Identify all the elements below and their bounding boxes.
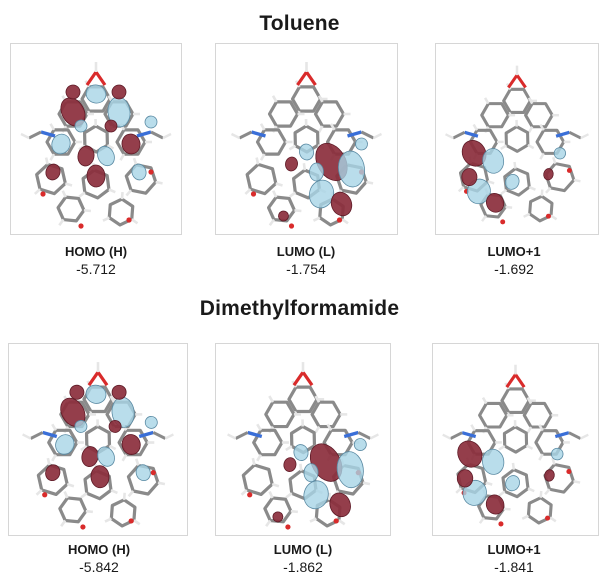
orbital-isosurface [456, 440, 564, 515]
molecule-render-toluene-lumo [230, 62, 383, 229]
orbital-panel-dmf-lumo1 [432, 343, 599, 536]
orbital-panel-dmf-homo [8, 343, 188, 536]
orbital-isosurface [278, 137, 368, 222]
orbital-isosurface [461, 140, 566, 213]
molecule-render-dmf-lumo1 [442, 364, 589, 527]
orbital-caption-toluene-lumo1: LUMO+1 -1.692 [429, 243, 599, 278]
orbital-energy: -1.692 [494, 261, 534, 277]
orbital-isosurface [272, 438, 367, 523]
orbital-caption-toluene-homo: HOMO (H) -5.712 [11, 243, 181, 278]
orbital-panel-toluene-lumo [215, 43, 398, 235]
orbital-energy: -1.754 [286, 261, 326, 277]
orbital-label: LUMO+1 [487, 542, 541, 557]
orbital-label: LUMO (L) [276, 244, 336, 259]
section-title-toluene: Toluene [259, 12, 340, 35]
orbital-label: HOMO (H) [67, 542, 131, 557]
orbital-label: LUMO (L) [273, 542, 333, 557]
orbital-energy: -1.841 [494, 559, 534, 575]
orbital-energy: -5.842 [79, 559, 119, 575]
orbital-panel-dmf-lumo [215, 343, 391, 536]
molecule-render-dmf-homo [22, 362, 174, 530]
molecule-render-dmf-lumo [227, 362, 379, 530]
orbital-caption-dmf-homo: HOMO (H) -5.842 [14, 541, 184, 576]
orbital-caption-dmf-lumo: LUMO (L) -1.862 [218, 541, 388, 576]
molecule-render-toluene-lumo1 [445, 65, 589, 225]
orbital-energy: -5.712 [76, 261, 116, 277]
orbital-isosurface [45, 84, 158, 188]
section-title-dimethylformamide: Dimethylformamide [199, 297, 400, 320]
orbital-panel-toluene-homo [10, 43, 182, 235]
orbital-caption-toluene-lumo: LUMO (L) -1.754 [221, 243, 391, 278]
orbital-panel-toluene-lumo1 [435, 43, 599, 235]
orbital-energy: -1.862 [283, 559, 323, 575]
orbital-isosurface [45, 384, 158, 489]
orbital-label: HOMO (H) [64, 244, 128, 259]
orbital-caption-dmf-lumo1: LUMO+1 -1.841 [429, 541, 599, 576]
orbital-label: LUMO+1 [487, 244, 541, 259]
molecule-render-toluene-homo [20, 62, 172, 229]
